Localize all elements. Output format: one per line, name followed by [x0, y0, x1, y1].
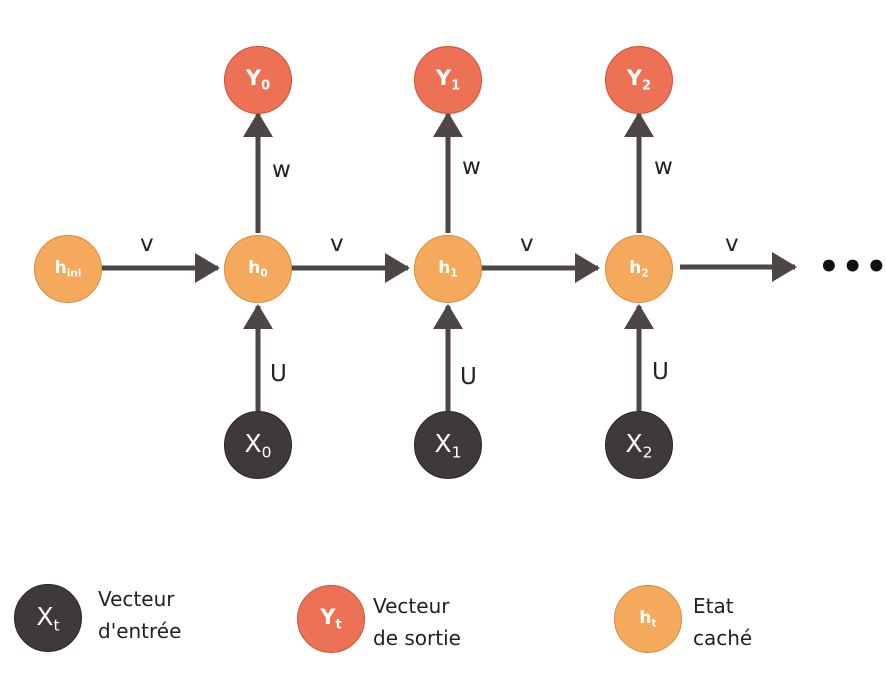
node-x0: X0 [224, 411, 292, 479]
node-y1: Y1 [414, 46, 482, 114]
label-w-0: w [272, 157, 291, 183]
legend-hidden-line1: Etat [693, 594, 734, 618]
node-y2: Y2 [605, 46, 673, 114]
legend-hidden-text: Etat caché [693, 590, 752, 654]
label-v-h0-h1: v [330, 231, 344, 257]
label-w-1: w [462, 154, 481, 180]
legend-output-line2: de sortie [373, 626, 461, 650]
legend-input-text: Vecteur d'entrée [98, 583, 181, 647]
legend-input-line2: d'entrée [98, 619, 182, 643]
label-v-h1-h2: v [520, 231, 534, 257]
legend-hidden-line2: caché [693, 626, 753, 650]
label-v-hini-h0: v [140, 231, 154, 257]
continuation-dots: ••• [818, 247, 886, 287]
node-h2: h2 [605, 235, 673, 303]
legend-output-line1: Vecteur [373, 594, 450, 618]
label-w-2: w [654, 154, 673, 180]
label-u-0: U [270, 361, 287, 387]
label-u-2: U [652, 359, 669, 385]
legend-input-line1: Vecteur [98, 587, 175, 611]
node-h1: h1 [414, 235, 482, 303]
node-x1: X1 [414, 411, 482, 479]
legend-output-symbol: Yt [297, 585, 365, 653]
node-x2: X2 [605, 411, 673, 479]
label-v-h2-next: v [725, 231, 739, 257]
legend-hidden-symbol: ht [614, 585, 682, 653]
legend-output-text: Vecteur de sortie [373, 590, 461, 654]
node-h0: h0 [224, 235, 292, 303]
label-u-1: U [460, 364, 477, 390]
node-h-ini: hini [34, 235, 102, 303]
node-y0: Y0 [224, 46, 292, 114]
legend-input-symbol: Xt [14, 584, 82, 652]
